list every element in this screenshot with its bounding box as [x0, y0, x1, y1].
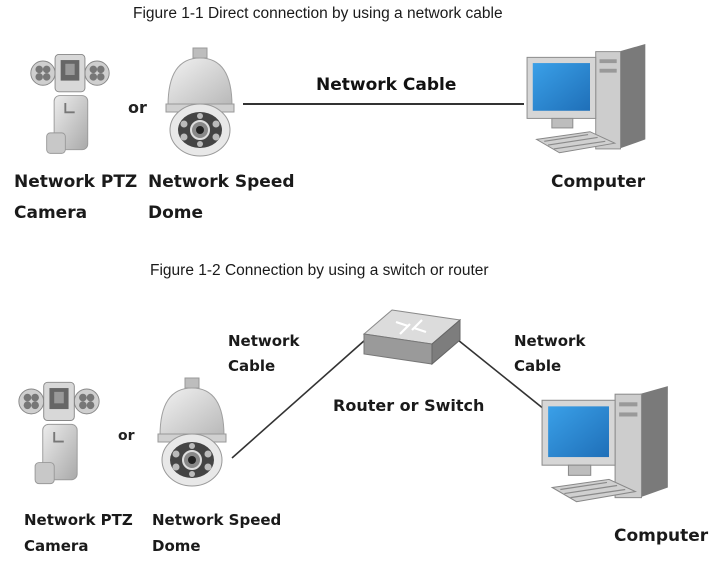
router-switch-icon: [362, 309, 462, 366]
or-label: or: [118, 428, 135, 444]
left-cable-label-line1: Network: [228, 332, 300, 350]
dome-label-line2: Dome: [148, 203, 204, 223]
ptz-label-line2: Camera: [14, 203, 88, 223]
network-cable-label: Network Cable: [316, 75, 457, 95]
figure-2-caption: Figure 1-2 Connection by using a switch …: [150, 262, 489, 279]
computer-icon: [541, 386, 669, 503]
or-label: or: [128, 98, 147, 117]
figure-1-caption: Figure 1-1 Direct connection by using a …: [133, 5, 503, 22]
dome-label-line1: Network Speed: [148, 172, 295, 192]
computer-label: Computer: [551, 172, 646, 192]
computer-label: Computer: [614, 526, 709, 546]
left-cable-label-line2: Cable: [228, 357, 276, 375]
speed-dome-icon: [156, 376, 228, 488]
dome-label-line1: Network Speed: [152, 511, 282, 529]
right-cable-label-line2: Cable: [514, 357, 562, 375]
ptz-label-line1: Network PTZ: [24, 511, 133, 529]
right-cable-label-line1: Network: [514, 332, 586, 350]
ptz-label-line1: Network PTZ: [14, 172, 138, 192]
ptz-label-line2: Camera: [24, 537, 89, 555]
ptz-camera-icon: [17, 381, 101, 485]
router-label: Router or Switch: [333, 396, 485, 415]
dome-label-line2: Dome: [152, 537, 201, 555]
